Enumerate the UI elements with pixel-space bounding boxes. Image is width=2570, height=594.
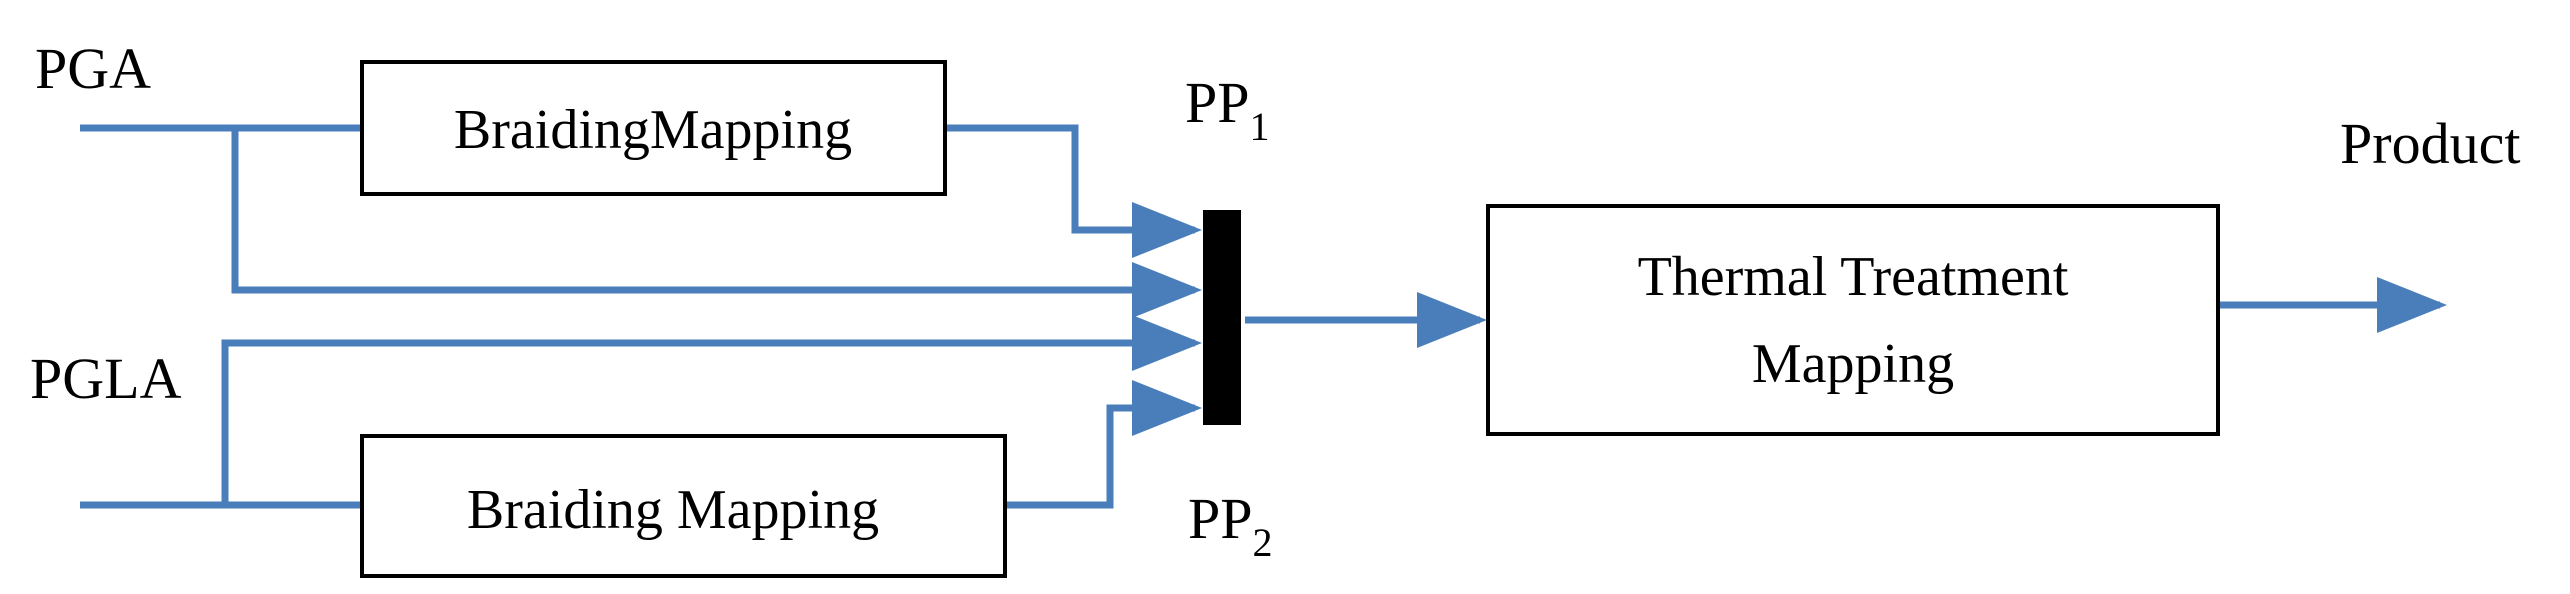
pp1-label-base: PP [1185,70,1250,135]
pp2-label: PP2 [1188,486,1273,565]
braiding-mapping-top-box [360,60,947,196]
pga-direct-arrow [231,128,1202,318]
braiding-mapping-top-label: BraidingMapping [454,99,852,161]
thermal-treatment-mapping-box [1486,204,2220,436]
join-bar [1203,210,1241,425]
braiding-bottom-to-pp2-arrow [1005,380,1202,509]
pp1-label-subscript: 1 [1250,104,1270,149]
braiding-mapping-bottom-box [360,434,1007,578]
connections [80,124,2447,509]
braiding-mapping-bottom-label: Braiding Mapping [467,479,879,541]
pp1-label: PP1 [1185,70,1270,149]
braiding-top-to-pp1-arrow [945,124,1202,258]
thermal-treatment-label: Thermal Treatment [1638,246,2069,308]
pp2-label-subscript: 2 [1253,520,1273,565]
thermal-mapping-label: Mapping [1752,333,1954,395]
pgla-label: PGLA [30,346,182,411]
pgla-direct-arrow [221,315,1202,505]
pga-label: PGA [35,36,151,101]
product-label: Product [2340,111,2520,176]
pp2-label-base: PP [1188,486,1253,551]
